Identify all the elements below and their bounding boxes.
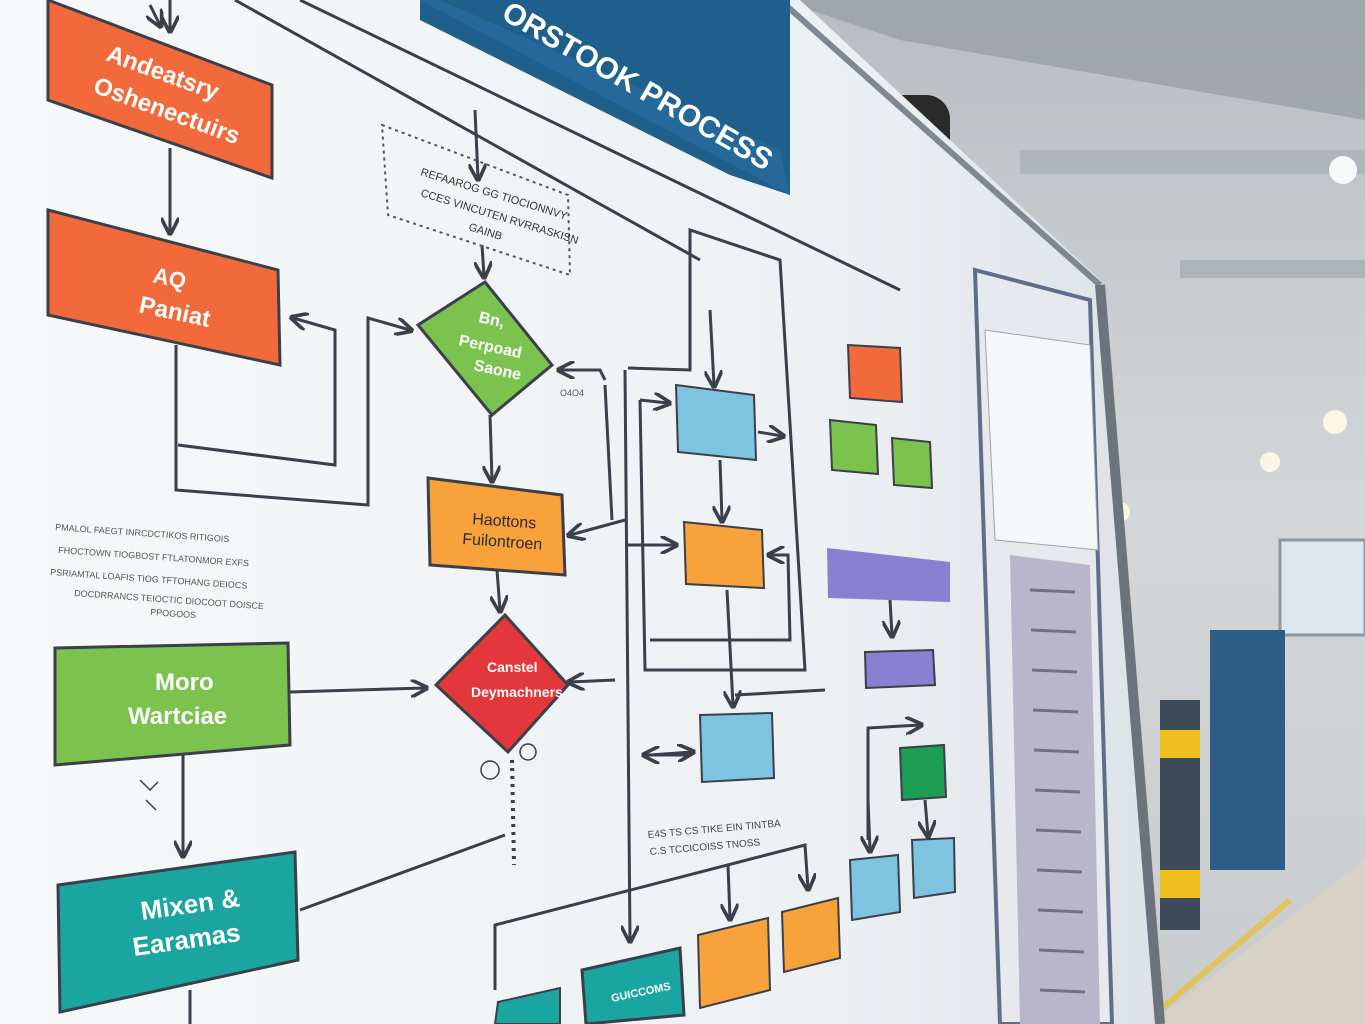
node-7[interactable]: Mixen & Earamas (56, 850, 300, 1014)
left-para-line5: PPOGOOS (150, 607, 197, 620)
node-8[interactable]: GUICCOMS (580, 946, 686, 1024)
node-5-line1: Canstel (487, 659, 538, 675)
small-tag: O4O4 (560, 388, 584, 398)
node-5-decision[interactable]: Canstel Deymachners (433, 612, 571, 755)
node-3-decision[interactable]: Bn, Perpoad Saone (415, 280, 555, 418)
node-4-line1: Haottons (472, 511, 537, 532)
node-2[interactable]: AQ Paniat (46, 208, 282, 367)
side-panel (972, 267, 1115, 1024)
node-4-line2: Fuilontroen (462, 531, 543, 554)
node-5-line2: Deymachners (471, 684, 563, 700)
connectors (150, 0, 928, 1024)
doodle-icons (139, 743, 537, 811)
node-6-line2: Wartciae (128, 703, 227, 730)
minor-nodes (493, 343, 957, 1024)
node-4[interactable]: Haottons Fuilontroen (426, 476, 567, 577)
node-6[interactable]: Moro Wartciae (53, 641, 292, 767)
node-3-line1: Bn, (477, 309, 506, 331)
dotted-connector (510, 759, 516, 866)
whiteboard (0, 0, 1165, 1024)
node-6-line1: Moro (155, 669, 214, 696)
